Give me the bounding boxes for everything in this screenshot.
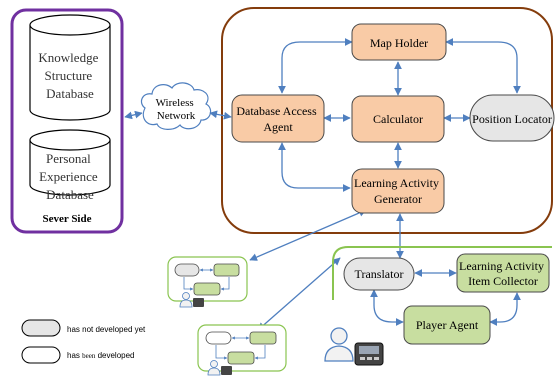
arrow-dbagent-generator bbox=[278, 142, 351, 192]
client-container bbox=[332, 246, 552, 300]
arrow-server-network bbox=[124, 110, 143, 120]
item-collector-box: Learning Activity Item Collector bbox=[456, 253, 550, 293]
player-agent-box: Player Agent bbox=[403, 305, 491, 345]
db2-line-3: Database bbox=[46, 187, 94, 202]
db1-line-3: Database bbox=[46, 86, 94, 101]
svg-text:Personal Experience: Personal Experience Database bbox=[39, 151, 101, 202]
db2-line-1: Personal bbox=[46, 151, 91, 166]
calculator-box: Calculator bbox=[351, 95, 445, 143]
generator-line-1: Learning Activity bbox=[354, 176, 439, 190]
phone-device-icon bbox=[354, 342, 384, 366]
network-line-2: Network bbox=[157, 110, 196, 122]
user-icon bbox=[324, 327, 354, 362]
map-holder-label: Map Holder bbox=[370, 36, 428, 50]
personal-experience-database: Personal Experience Database bbox=[29, 129, 111, 202]
database-access-agent-box: Database Access Agent bbox=[231, 94, 325, 143]
legend-not-developed-label: has not developed yet bbox=[67, 325, 146, 334]
svg-text:Knowledge Structure: Knowledge Structure Database bbox=[38, 50, 101, 101]
wireless-network-cloud: Wireless Network bbox=[140, 82, 212, 130]
client-device-2 bbox=[197, 324, 287, 376]
network-line-1: Wireless bbox=[156, 97, 194, 109]
db-access-line-1: Database Access bbox=[236, 104, 317, 118]
db1-line-1: Knowledge bbox=[38, 50, 98, 65]
learning-activity-generator-box: Learning Activity Generator bbox=[351, 168, 445, 214]
arrow-map-locator bbox=[445, 38, 521, 94]
db1-line-2: Structure bbox=[45, 68, 93, 83]
legend-swatch-not-developed bbox=[21, 319, 61, 337]
collector-line-2: Item Collector bbox=[468, 274, 538, 288]
arrow-collector-player bbox=[489, 292, 521, 326]
client-device-1 bbox=[167, 256, 248, 308]
arrow-generator-device1 bbox=[249, 209, 367, 261]
arrow-map-dbagent bbox=[278, 38, 353, 94]
translator-box: Translator bbox=[343, 257, 415, 291]
generator-line-2: Generator bbox=[374, 192, 422, 206]
svg-text:Wireless Network: Wireless Network bbox=[156, 97, 197, 122]
map-holder-box: Map Holder bbox=[351, 23, 447, 61]
position-locator-label: Position Locator bbox=[472, 112, 552, 126]
arrow-generator-device2 bbox=[257, 257, 341, 331]
legend: has not developed yet has been developed bbox=[21, 319, 146, 364]
svg-text:Learning Activity Genera: Learning Activity Generator bbox=[354, 176, 442, 206]
legend-swatch-developed bbox=[21, 346, 61, 364]
db-access-line-2: Agent bbox=[263, 120, 293, 134]
svg-text:Learning Activity Item C: Learning Activity Item Collector bbox=[459, 259, 547, 288]
arrow-translator-player bbox=[370, 289, 404, 326]
collector-line-1: Learning Activity bbox=[459, 259, 544, 273]
arrow-network-dbagent bbox=[209, 110, 232, 120]
translator-label: Translator bbox=[355, 267, 404, 281]
connector-arrows bbox=[124, 38, 521, 331]
knowledge-structure-database: Knowledge Structure Database bbox=[29, 14, 111, 121]
db2-line-2: Experience bbox=[39, 169, 98, 184]
legend-developed-label: has been developed bbox=[67, 351, 135, 360]
svg-text:Database Access Agent: Database Access Agent bbox=[236, 104, 319, 134]
player-agent-label: Player Agent bbox=[416, 318, 479, 332]
position-locator-box: Position Locator bbox=[469, 94, 555, 142]
server-side-label: Sever Side bbox=[43, 213, 92, 225]
calculator-label: Calculator bbox=[373, 112, 423, 126]
